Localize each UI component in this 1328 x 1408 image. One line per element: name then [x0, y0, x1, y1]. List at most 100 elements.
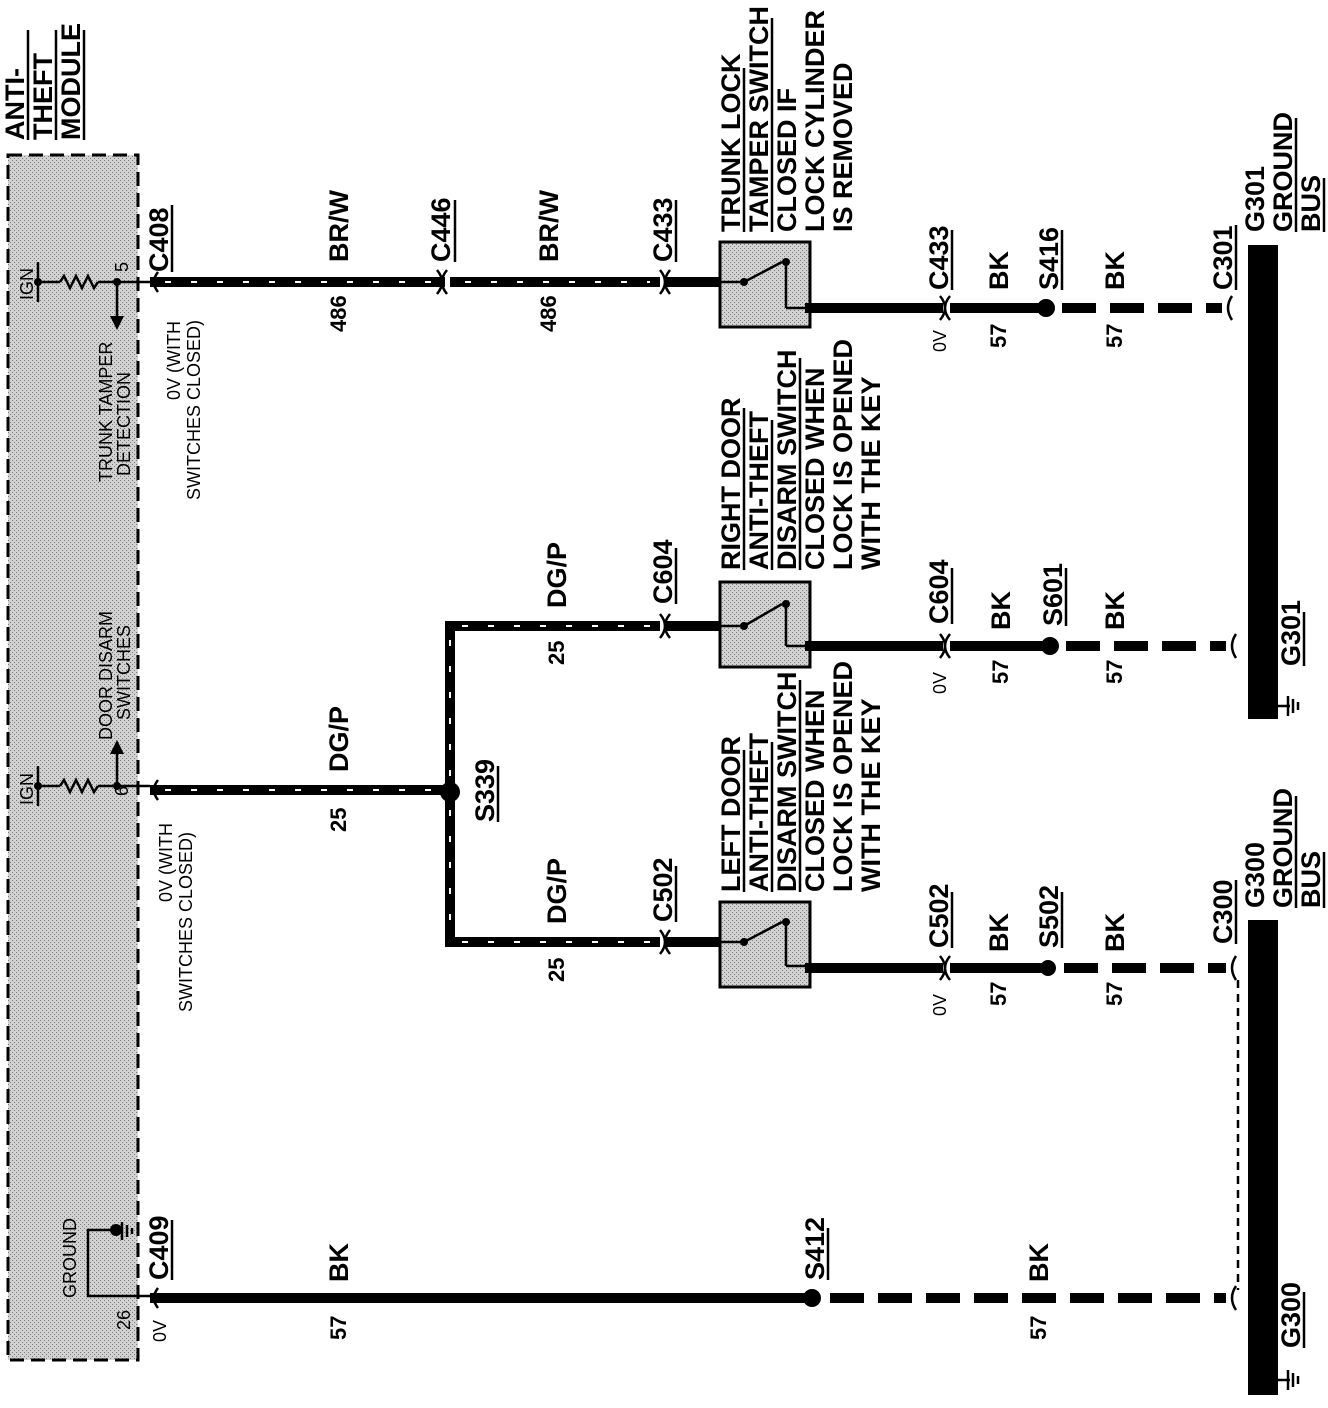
voltage-0v-with-line2: SWITCHES CLOSED) — [184, 320, 204, 500]
wire-number-25-main: 25 — [326, 808, 351, 832]
splice-s601-dot — [1041, 637, 1059, 655]
connector-c604-right: C604 — [924, 559, 954, 624]
voltage-0v-low: 0V — [930, 994, 950, 1016]
left-switch-desc-line1: CLOSED WHEN — [800, 690, 830, 893]
module-title-line3: MODULE — [56, 23, 86, 140]
module-ground-label: GROUND — [60, 1218, 80, 1298]
pin-26: 26 — [114, 1310, 134, 1330]
wire-number-57-mid2: 57 — [1102, 660, 1127, 684]
voltage-0v-with2-line2: SWITCHES CLOSED) — [176, 832, 196, 1012]
g301-bus-line2: GROUND — [1268, 112, 1298, 232]
left-switch-title-line3: DISARM SWITCH — [772, 672, 802, 892]
voltage-0v-bottom: 0V — [150, 1320, 170, 1342]
wire-number-57-low1: 57 — [986, 982, 1011, 1006]
wire-number-57-bottom1: 57 — [326, 1316, 351, 1340]
door-disarm-circuit — [34, 740, 150, 806]
g300-ground-bus — [1248, 920, 1278, 1395]
trunk-detection-circuit — [34, 262, 150, 330]
wire-number-25-right: 25 — [544, 641, 569, 665]
g300-bus-line1: G300 — [1240, 842, 1270, 908]
left-switch-desc-line3: WITH THE KEY — [856, 699, 886, 893]
connector-c409: C409 — [144, 1215, 174, 1280]
g300-bus-line2: GROUND — [1268, 788, 1298, 908]
connector-c433-left: C433 — [648, 197, 678, 262]
connector-c446: C446 — [426, 197, 456, 262]
wire-color-brw-2: BR/W — [534, 190, 564, 262]
wire-color-dgp-main: DG/P — [324, 706, 354, 772]
wire-color-bk-mid1: BK — [986, 591, 1016, 630]
connector-c300: C300 — [1208, 879, 1238, 944]
g301-bus-line3: BUS — [1296, 175, 1326, 232]
module-ground-circuit — [86, 1222, 150, 1298]
trunk-switch-title-line2: TAMPER SWITCH — [744, 6, 774, 232]
connector-c301: C301 — [1208, 225, 1238, 290]
trunk-switch-desc-line1: CLOSED IF — [772, 88, 802, 232]
trunk-switch-title-line1: TRUNK LOCK — [716, 53, 746, 232]
door-switches-line2: SWITCHES — [114, 625, 134, 720]
wire-number-57-mid1: 57 — [988, 660, 1013, 684]
splice-s601: S601 — [1038, 563, 1068, 626]
wire-number-25-left: 25 — [544, 958, 569, 982]
voltage-0v-with-line1: 0V (WITH — [164, 321, 184, 400]
wire-number-486-1: 486 — [326, 295, 351, 332]
g301-bus-line1: G301 — [1240, 166, 1270, 232]
right-door-disarm-switch — [718, 580, 812, 669]
wire-color-bk-bottom1: BK — [324, 1243, 354, 1282]
right-switch-desc-line2: LOCK IS OPENED — [828, 339, 858, 570]
splice-s416: S416 — [1034, 227, 1064, 290]
trunk-switch-desc-line3: IS REMOVED — [828, 62, 858, 232]
ground-g300: G300 — [1276, 1282, 1306, 1348]
splice-s412: S412 — [800, 1217, 830, 1280]
wire-number-57-top1: 57 — [986, 324, 1011, 348]
wire-color-dgp-left: DG/P — [542, 858, 572, 924]
splice-s502-dot — [1040, 960, 1056, 976]
right-switch-desc-line1: CLOSED WHEN — [800, 368, 830, 571]
wire-number-57-bottom2: 57 — [1026, 1316, 1051, 1340]
left-switch-desc-line2: LOCK IS OPENED — [828, 661, 858, 892]
trunk-detection-line2: DETECTION — [114, 372, 134, 476]
wire-number-486-2: 486 — [536, 295, 561, 332]
left-switch-title-line2: ANTI-THEFT — [744, 733, 774, 892]
connector-c604-left: C604 — [648, 539, 678, 604]
left-door-disarm-switch — [718, 900, 812, 989]
ground-g301: G301 — [1276, 600, 1306, 666]
wire-color-dgp-right: DG/P — [542, 542, 572, 608]
connector-c502-right: C502 — [924, 883, 954, 948]
g301-ground-bus — [1248, 245, 1278, 719]
ign-label-trunk: IGN — [17, 268, 37, 300]
door-switches-line1: DOOR DISARM — [96, 611, 116, 740]
trunk-lock-tamper-switch — [718, 240, 812, 329]
voltage-0v-mid: 0V — [930, 672, 950, 694]
anti-theft-module-box — [6, 153, 140, 1362]
right-switch-title-line1: RIGHT DOOR — [716, 398, 746, 571]
pin-6: 6 — [112, 786, 132, 796]
wire-color-brw-1: BR/W — [324, 190, 354, 262]
trunk-detection-line1: TRUNK TAMPER — [96, 342, 116, 482]
left-switch-title-line1: LEFT DOOR — [716, 736, 746, 892]
right-switch-title-line3: DISARM SWITCH — [772, 350, 802, 570]
wire-color-bk-top1: BK — [984, 251, 1014, 290]
wire-color-bk-bottom2: BK — [1024, 1243, 1054, 1282]
right-switch-desc-line3: WITH THE KEY — [856, 377, 886, 571]
module-title-line2: THEFT — [28, 53, 58, 140]
voltage-0v-with2-line1: 0V (WITH — [156, 823, 176, 902]
wire-number-57-low2: 57 — [1102, 982, 1127, 1006]
connector-c408: C408 — [144, 207, 174, 272]
wire-color-bk-mid2: BK — [1100, 591, 1130, 630]
connector-c433-right: C433 — [924, 225, 954, 290]
g300-bus-line3: BUS — [1296, 851, 1326, 908]
splice-s502: S502 — [1034, 885, 1064, 948]
ign-label-door: IGN — [17, 773, 37, 805]
trunk-switch-desc-line2: LOCK CYLINDER — [800, 10, 830, 232]
pin-5: 5 — [112, 262, 132, 272]
module-title-line1: ANTI- — [0, 68, 30, 140]
wire-color-bk-top2: BK — [1100, 251, 1130, 290]
splice-s416-dot — [1037, 299, 1055, 317]
splice-s339: S339 — [470, 759, 500, 822]
wire-number-57-top2: 57 — [1102, 324, 1127, 348]
connector-c502-left: C502 — [648, 857, 678, 922]
right-switch-title-line2: ANTI-THEFT — [744, 411, 774, 570]
splice-s412-dot — [803, 1289, 821, 1307]
wire-color-bk-low2: BK — [1100, 913, 1130, 952]
